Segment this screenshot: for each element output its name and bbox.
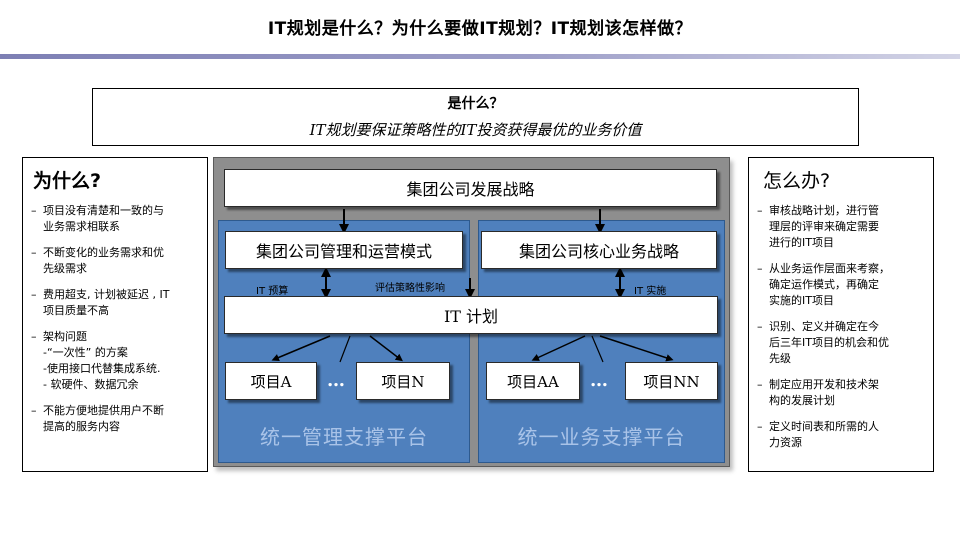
title-divider: [0, 54, 960, 59]
project-a-box: 项目A: [225, 362, 317, 400]
it-implementation-label: IT 实施: [634, 286, 667, 297]
assess-impact-label: 评估策略性影响: [375, 283, 445, 294]
why-item: 费用超支, 计划被延迟 , IT 项目质量不高: [31, 287, 199, 319]
why-item: 不断变化的业务需求和优 先级需求: [31, 245, 199, 277]
it-plan-box: IT 计划: [224, 296, 718, 334]
group-strategy-box: 集团公司发展战略: [224, 169, 717, 207]
management-model-box: 集团公司管理和运营模式: [225, 231, 463, 269]
core-strategy-box: 集团公司核心业务战略: [481, 231, 717, 269]
arrow-plan-to-proj-aa: [531, 335, 586, 361]
ellipsis-left: …: [327, 370, 347, 391]
business-platform-label: 统一业务支撑平台: [517, 425, 686, 449]
what-text: IT规划要保证策略性的IT投资获得最优的业务价值: [309, 121, 642, 139]
why-list: 项目没有清楚和一致的与 业务需求相联系 不断变化的业务需求和优 先级需求 费用超…: [31, 203, 199, 435]
line-plan-to-ellipsis-left: [339, 335, 351, 363]
how-item: 审核战略计划，进行管 理层的评审来确定需要 进行的IT项目: [757, 203, 925, 251]
management-platform-label: 统一管理支撑平台: [260, 425, 428, 449]
arrow-plan-to-proj-a: [271, 335, 331, 362]
project-n-box: 项目N: [356, 362, 450, 400]
how-item: 制定应用开发和技术架 构的发展计划: [757, 377, 925, 409]
how-panel: 怎么办? 审核战略计划，进行管 理层的评审来确定需要 进行的IT项目 从业务运作…: [748, 157, 934, 472]
how-item: 识别、定义并确定在今 后三年IT项目的机会和优 先级: [757, 319, 925, 367]
why-item: 不能方便地提供用户不断 提高的服务内容: [31, 403, 199, 435]
line-plan-to-ellipsis-right: [591, 335, 604, 363]
arrow-plan-to-proj-nn: [599, 335, 674, 362]
how-item: 从业务运作层面来考察， 确定运作模式，再确定 实施的IT项目: [757, 261, 925, 309]
project-nn-box: 项目NN: [625, 362, 718, 400]
arrow-plan-to-proj-n: [369, 335, 403, 362]
what-heading: 是什么？: [447, 96, 504, 112]
why-item: 项目没有清楚和一致的与 业务需求相联系: [31, 203, 199, 235]
it-budget-label: IT 预算: [256, 286, 289, 297]
ellipsis-right: …: [590, 370, 610, 391]
how-heading: 怎么办?: [763, 170, 831, 192]
why-heading: 为什么?: [33, 170, 102, 192]
how-list: 审核战略计划，进行管 理层的评审来确定需要 进行的IT项目 从业务运作层面来考察…: [757, 203, 925, 451]
why-item: 架构问题 -“一次性” 的方案 -使用接口代替集成系统. - 软硬件、数据冗余: [31, 329, 199, 393]
page-title: IT规划是什么？为什么要做IT规划？IT规划该怎样做？: [267, 19, 693, 39]
project-aa-box: 项目AA: [486, 362, 580, 400]
what-box: 是什么？ IT规划要保证策略性的IT投资获得最优的业务价值: [92, 88, 859, 146]
how-item: 定义时间表和所需的人 力资源: [757, 419, 925, 451]
why-panel: 为什么? 项目没有清楚和一致的与 业务需求相联系 不断变化的业务需求和优 先级需…: [22, 157, 208, 472]
